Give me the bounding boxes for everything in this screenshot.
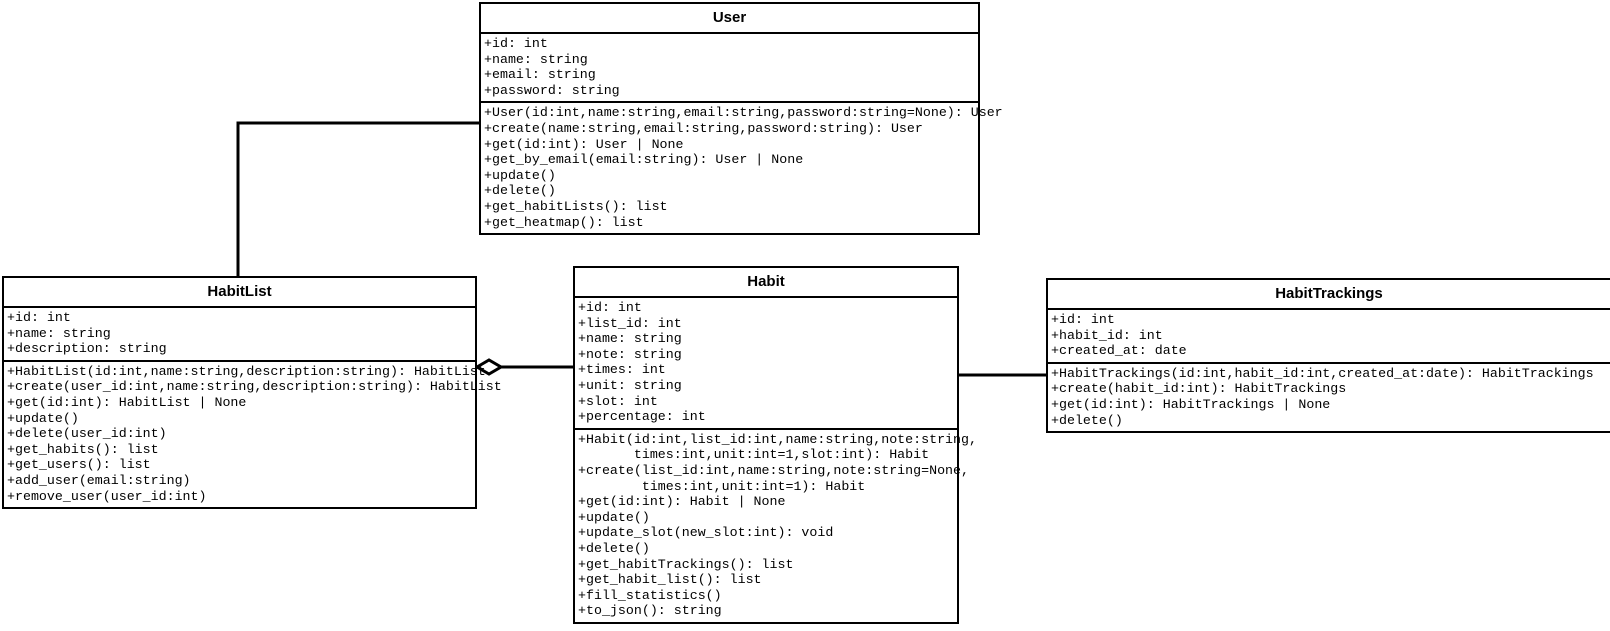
methods-compartment-habitlist: +HabitList(id:int,name:string,descriptio… — [4, 359, 502, 507]
method-row: +get(id:int): User | None — [484, 136, 684, 152]
attribute-row: +id: int — [578, 300, 642, 315]
attributes-compartment-user: +id: int +name: string +email: string +p… — [481, 34, 978, 101]
attribute-row: +id: int — [484, 36, 548, 51]
methods-compartment-habit: +Habit(id:int,list_id:int,name:string,no… — [575, 427, 977, 622]
method-row: +get(id:int): Habit | None — [578, 494, 786, 510]
method-row: +delete(user_id:int) — [7, 426, 167, 442]
attributes-compartment-habitlist: +id: int +name: string +description: str… — [4, 308, 475, 360]
attributes-compartment-habit: +id: int +list_id: int +name: string +no… — [575, 298, 957, 428]
connector-user-habitlist — [236, 121, 479, 277]
method-row: +to_json(): string — [578, 603, 722, 619]
method-row: +delete() — [1051, 412, 1123, 428]
method-row: +delete() — [484, 183, 556, 199]
class-title-user: User — [481, 4, 978, 34]
attribute-row: +name: string — [7, 325, 111, 341]
attribute-row: +slot: int — [578, 393, 658, 409]
attribute-row: +created_at: date — [1051, 343, 1187, 359]
method-row: +create(name:string,email:string,passwor… — [484, 120, 923, 136]
attribute-row: +id: int — [1051, 312, 1115, 327]
class-title-habittrackings: HabitTrackings — [1048, 280, 1610, 310]
attribute-row: +name: string — [484, 51, 588, 67]
attribute-row: +note: string — [578, 346, 682, 362]
method-row: +HabitTrackings(id:int,habit_id:int,crea… — [1051, 365, 1594, 381]
method-row: +create(user_id:int,name:string,descript… — [7, 379, 502, 395]
attribute-row: +id: int — [7, 310, 71, 325]
method-row: +delete() — [578, 540, 650, 556]
method-row: +add_user(email:string) — [7, 472, 191, 488]
class-title-habit: Habit — [575, 268, 957, 298]
attributes-compartment-habittrackings: +id: int +habit_id: int +created_at: dat… — [1048, 310, 1610, 362]
method-row: +get_habit_list(): list — [578, 572, 762, 588]
attribute-row: +description: string — [7, 341, 167, 357]
method-row: +update() — [578, 509, 650, 525]
method-row: +get(id:int): HabitList | None — [7, 394, 247, 410]
attribute-row: +habit_id: int — [1051, 327, 1163, 343]
class-title-habitlist: HabitList — [4, 278, 475, 308]
method-row: +get_heatmap(): list — [484, 214, 644, 230]
method-row: +HabitList(id:int,name:string,descriptio… — [7, 363, 486, 379]
attribute-row: +times: int — [578, 362, 666, 378]
methods-compartment-user: +User(id:int,name:string,email:string,pa… — [481, 101, 1003, 233]
attribute-row: +percentage: int — [578, 409, 706, 425]
method-row: +fill_statistics() — [578, 587, 722, 603]
method-row: +get_habitLists(): list — [484, 198, 668, 214]
method-row: +update() — [7, 410, 79, 426]
uml-class-habitlist[interactable]: HabitList +id: int +name: string +descri… — [2, 276, 502, 510]
method-row: +get_by_email(email:string): User | None — [484, 152, 804, 168]
method-row: +get(id:int): HabitTrackings | None — [1051, 396, 1331, 412]
method-row: +get_users(): list — [7, 457, 151, 473]
uml-class-user[interactable]: User +id: int +name: string +email: stri… — [479, 2, 1003, 236]
method-row: +create(habit_id:int): HabitTrackings — [1051, 381, 1347, 397]
method-row: +remove_user(user_id:int) — [7, 488, 207, 504]
method-row: +User(id:int,name:string,email:string,pa… — [484, 105, 1003, 121]
attribute-row: +unit: string — [578, 377, 682, 393]
method-row-continuation: times:int,unit:int=1): Habit — [578, 478, 866, 494]
method-row: +get_habits(): list — [7, 441, 159, 457]
attribute-row: +name: string — [578, 331, 682, 347]
method-row: +get_habitTrackings(): list — [578, 556, 794, 572]
attribute-row: +list_id: int — [578, 315, 682, 331]
method-row: +Habit(id:int,list_id:int,name:string,no… — [578, 431, 977, 447]
uml-class-habit[interactable]: Habit +id: int +list_id: int +name: stri… — [573, 266, 977, 624]
method-row: +create(list_id:int,name:string,note:str… — [578, 462, 969, 478]
attribute-row: +email: string — [484, 67, 596, 83]
attribute-row: +password: string — [484, 82, 620, 98]
method-row-continuation: times:int,unit:int=1,slot:int): Habit — [578, 447, 930, 463]
uml-class-habittrackings[interactable]: HabitTrackings +id: int +habit_id: int +… — [1046, 278, 1610, 434]
methods-compartment-habittrackings: +HabitTrackings(id:int,habit_id:int,crea… — [1048, 361, 1610, 431]
method-row: +update() — [484, 167, 556, 183]
method-row: +update_slot(new_slot:int): void — [578, 525, 834, 541]
